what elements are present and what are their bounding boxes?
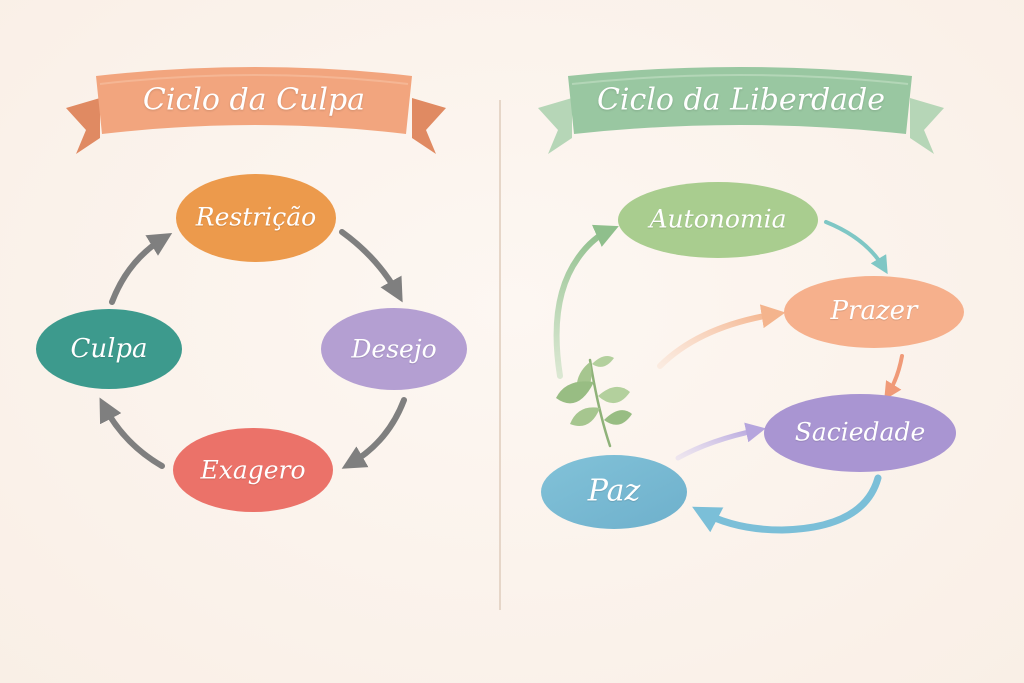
node-saciedade bbox=[764, 394, 956, 472]
arrow-restricao-to-desejo bbox=[339, 229, 403, 303]
arrow-to-autonomia bbox=[553, 224, 619, 379]
node-culpa bbox=[36, 309, 182, 389]
node-desejo bbox=[321, 308, 467, 390]
node-paz bbox=[541, 455, 687, 529]
arrow-paz-to-saciedade bbox=[675, 422, 766, 461]
arrow-to-prazer bbox=[657, 304, 786, 369]
arrow-saciedade-to-paz bbox=[692, 474, 882, 534]
title-ciclo-da-culpa: Ciclo da Culpa bbox=[142, 82, 366, 118]
banner-ciclo-da-liberdade bbox=[538, 67, 944, 154]
node-autonomia bbox=[618, 182, 818, 258]
node-prazer bbox=[784, 276, 964, 348]
node-restricao bbox=[176, 174, 336, 262]
leaf-sprig-icon bbox=[556, 356, 632, 448]
arrow-desejo-to-exagero bbox=[341, 397, 407, 469]
arrow-prazer-to-saciedade bbox=[884, 354, 904, 401]
arrow-exagero-to-culpa bbox=[99, 397, 165, 469]
culpa-cycle-arrows bbox=[99, 229, 407, 469]
banner-ciclo-da-culpa bbox=[66, 67, 446, 154]
arrow-culpa-to-restricao bbox=[109, 232, 173, 305]
title-ciclo-da-liberdade: Ciclo da Liberdade bbox=[596, 82, 886, 118]
node-exagero bbox=[173, 428, 333, 512]
arrow-autonomia-to-prazer bbox=[824, 220, 888, 275]
